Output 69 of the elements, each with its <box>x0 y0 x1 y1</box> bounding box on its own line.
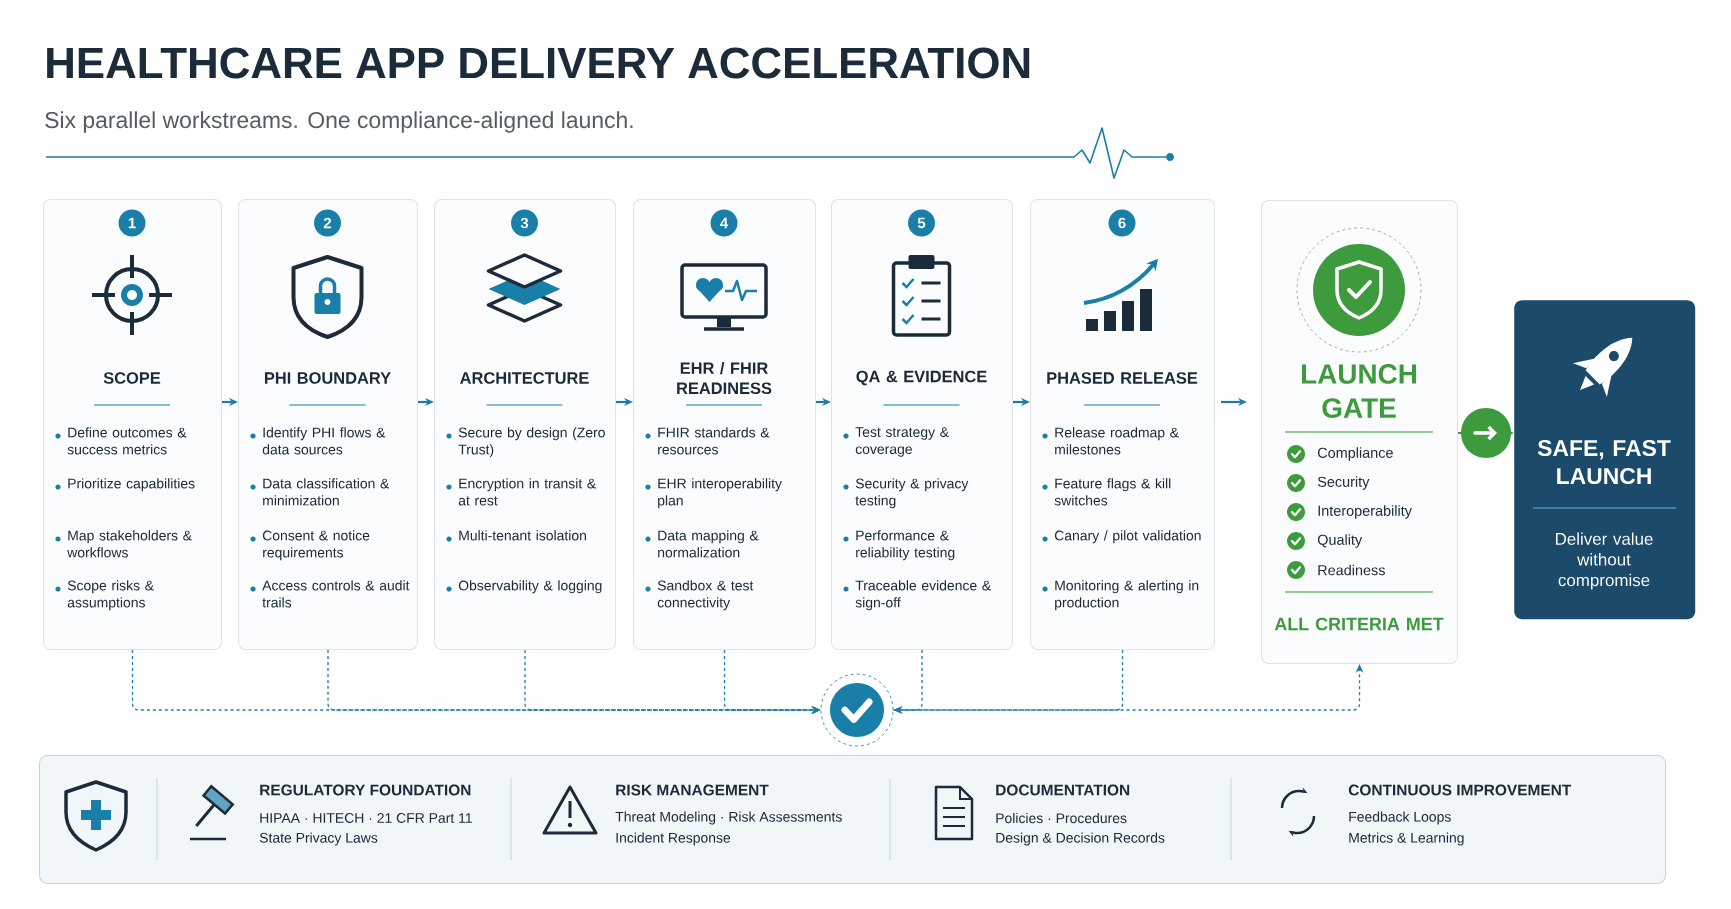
section-heading: DOCUMENTATION <box>996 784 1130 796</box>
section-text: Policies · Procedures <box>996 812 1127 824</box>
workstream-card <box>1030 199 1215 650</box>
section-text: HIPAA · HITECH · 21 CFR Part 11 <box>260 813 472 823</box>
step-number: 2 <box>314 209 341 237</box>
bullet-item: Map stakeholders & workflows <box>55 530 192 558</box>
subtitle: Six parallel workstreams. One compliance-aligned launch. <box>45 111 633 133</box>
step-number: 6 <box>1108 209 1136 237</box>
section-text: Threat Modeling · Risk Assessments <box>615 811 842 825</box>
bullet-item: Test strategy & coverage <box>843 427 949 457</box>
bullet-item: Security & privacy testing <box>843 478 969 509</box>
bullet-item: FHIR standards & resources <box>645 427 770 455</box>
bullet-item: Encryption in transit & at rest <box>446 478 596 506</box>
step-number: 5 <box>908 209 935 237</box>
criteria-item: Quality <box>1287 532 1363 550</box>
step-number: 1 <box>118 209 146 237</box>
bullet-item: Access controls & audit trails <box>250 580 410 608</box>
card-title: EHR / FHIR READINESS <box>677 361 772 395</box>
step-number: 4 <box>710 209 738 237</box>
bullet-item: Sandbox & test connectivity <box>645 580 754 611</box>
section-heading: CONTINUOUS IMPROVEMENT <box>1348 784 1572 796</box>
bullet-item: Data classification & minimization <box>250 478 390 506</box>
card-title: PHI BOUNDARY <box>264 372 391 384</box>
bullet-item: Identify PHI flows & data sources <box>250 427 386 455</box>
bullet-item: Data mapping & normalization <box>645 530 759 558</box>
section-text: Feedback Loops <box>1349 811 1451 825</box>
launch-gate-card <box>1261 200 1458 664</box>
workstream-card <box>633 199 816 650</box>
bullet-item: EHR interoperability plan <box>645 478 782 509</box>
criteria-item: Interoperability <box>1287 503 1412 521</box>
title: HEALTHCARE APP DELIVERY ACCELERATION <box>47 47 1030 79</box>
launch-tagline: Deliver value without compromise <box>1556 532 1653 590</box>
bullet-item: Release roadmap & milestones <box>1042 427 1179 455</box>
bullet-item: Performance & reliability testing <box>843 530 955 561</box>
card-title: PHASED RELEASE <box>1047 372 1198 384</box>
card-title: ARCHITECTURE <box>460 372 589 384</box>
launch-card <box>1514 300 1696 620</box>
bullet-item: Secure by design (Zero Trust) <box>446 427 605 458</box>
section-text: State Privacy Laws <box>259 832 378 846</box>
card-title: SCOPE <box>103 372 161 384</box>
foundation-band <box>39 755 1667 884</box>
section-text: Design & Decision Records <box>996 832 1165 846</box>
bullet-item: Consent & notice requirements <box>250 530 370 561</box>
bullet-item: Feature flags & kill switches <box>1042 478 1171 506</box>
bullet-item: Scope risks & assumptions <box>55 580 154 611</box>
checkpoint-circle <box>820 673 894 747</box>
criteria-item: Readiness <box>1287 561 1385 579</box>
bullet-item: Observability & logging <box>446 580 602 594</box>
workstream-card <box>43 199 222 650</box>
criteria-item: Security <box>1287 474 1370 492</box>
workstream-card <box>238 199 418 650</box>
bullet-item: Traceable evidence & sign-off <box>843 580 991 611</box>
criteria-item: Compliance <box>1287 445 1393 463</box>
bullet-item: Prioritize capabilities <box>55 478 195 492</box>
bullet-item: Canary / pilot validation <box>1042 530 1201 544</box>
section-text: Metrics & Learning <box>1349 832 1464 846</box>
step-number: 3 <box>511 209 538 237</box>
section-text: Incident Response <box>616 832 731 846</box>
gate-title: LAUNCH GATE <box>1302 364 1416 418</box>
section-heading: RISK MANAGEMENT <box>616 784 769 796</box>
card-title: QA & EVIDENCE <box>856 370 987 386</box>
launch-title: SAFE, FAST LAUNCH <box>1537 439 1671 485</box>
bullet-item: Monitoring & alerting in production <box>1042 580 1199 611</box>
workstream-card <box>831 199 1013 650</box>
section-heading: REGULATORY FOUNDATION <box>260 784 471 796</box>
gate-status: ALL CRITERIA MET <box>1274 617 1444 631</box>
bullet-item: Define outcomes & success metrics <box>55 427 187 455</box>
workstream-card <box>434 199 616 650</box>
bullet-item: Multi-tenant isolation <box>446 530 586 542</box>
